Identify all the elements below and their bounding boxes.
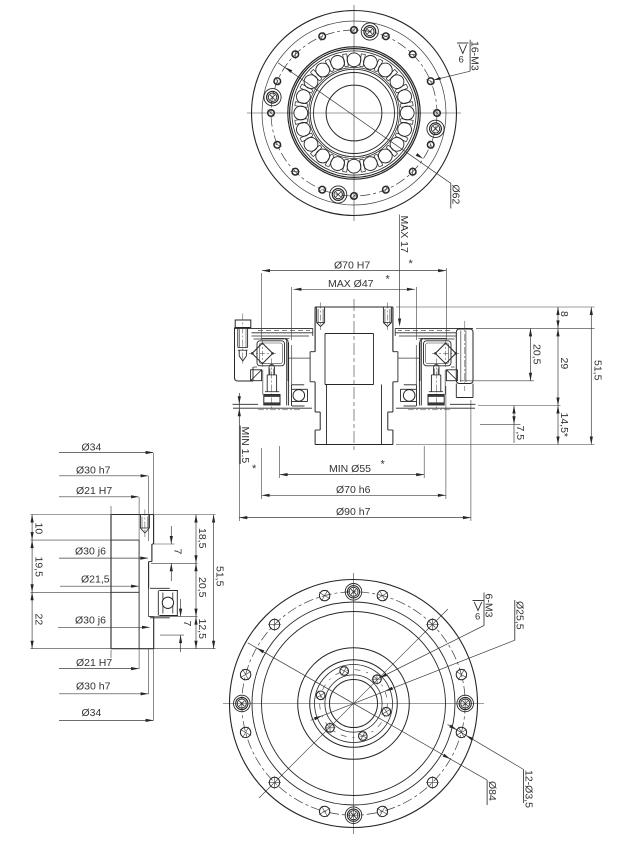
svg-text:Ø84: Ø84 (486, 781, 498, 801)
svg-text:Ø34: Ø34 (82, 442, 102, 454)
svg-text:29: 29 (558, 358, 570, 370)
svg-text:19,5: 19,5 (33, 557, 45, 578)
svg-text:*: * (381, 459, 386, 471)
svg-text:16-M3: 16-M3 (469, 41, 481, 71)
svg-text:6: 6 (459, 55, 464, 66)
svg-text:Ø70 h6: Ø70 h6 (336, 484, 371, 496)
svg-text:Ø30 h7: Ø30 h7 (76, 681, 111, 693)
svg-text:14,5*: 14,5* (558, 413, 570, 438)
svg-text:Ø70 H7: Ø70 H7 (334, 259, 370, 271)
svg-text:Ø90 h7: Ø90 h7 (336, 506, 371, 518)
svg-text:MIN 1.5: MIN 1.5 (239, 427, 251, 464)
svg-text:18,5: 18,5 (196, 528, 208, 549)
svg-text:Ø62: Ø62 (450, 185, 462, 205)
svg-text:51,5: 51,5 (214, 566, 226, 587)
svg-text:Ø21 H7: Ø21 H7 (76, 657, 112, 669)
svg-text:Ø21,5: Ø21,5 (81, 574, 110, 586)
svg-text:6: 6 (475, 612, 480, 623)
svg-text:7,5: 7,5 (514, 426, 526, 441)
svg-text:MAX Ø47: MAX Ø47 (328, 278, 374, 290)
svg-text:7: 7 (181, 621, 193, 627)
svg-text:*: * (386, 274, 391, 286)
svg-text:Ø34: Ø34 (82, 707, 102, 719)
svg-text:Ø30 j6: Ø30 j6 (75, 546, 106, 558)
svg-text:Ø30 j6: Ø30 j6 (75, 615, 106, 627)
svg-text:51,5: 51,5 (591, 360, 603, 381)
svg-text:MAX 17: MAX 17 (398, 216, 410, 254)
svg-text:22: 22 (33, 614, 45, 626)
svg-text:12-Ø3,5: 12-Ø3,5 (523, 770, 535, 808)
svg-text:6-M3: 6-M3 (483, 594, 495, 618)
svg-text:10: 10 (33, 523, 45, 535)
svg-text:MIN Ø55: MIN Ø55 (329, 463, 371, 475)
svg-text:7: 7 (172, 549, 184, 555)
svg-text:12,5: 12,5 (196, 619, 208, 640)
svg-text:20,5: 20,5 (531, 344, 543, 365)
svg-text:*: * (252, 463, 257, 475)
svg-text:8: 8 (558, 311, 570, 317)
svg-text:20,5: 20,5 (196, 577, 208, 598)
svg-text:Ø30 h7: Ø30 h7 (76, 465, 111, 477)
svg-text:Ø21 H7: Ø21 H7 (76, 485, 112, 497)
svg-text:Ø25,5: Ø25,5 (514, 601, 526, 630)
svg-text:*: * (409, 258, 414, 270)
